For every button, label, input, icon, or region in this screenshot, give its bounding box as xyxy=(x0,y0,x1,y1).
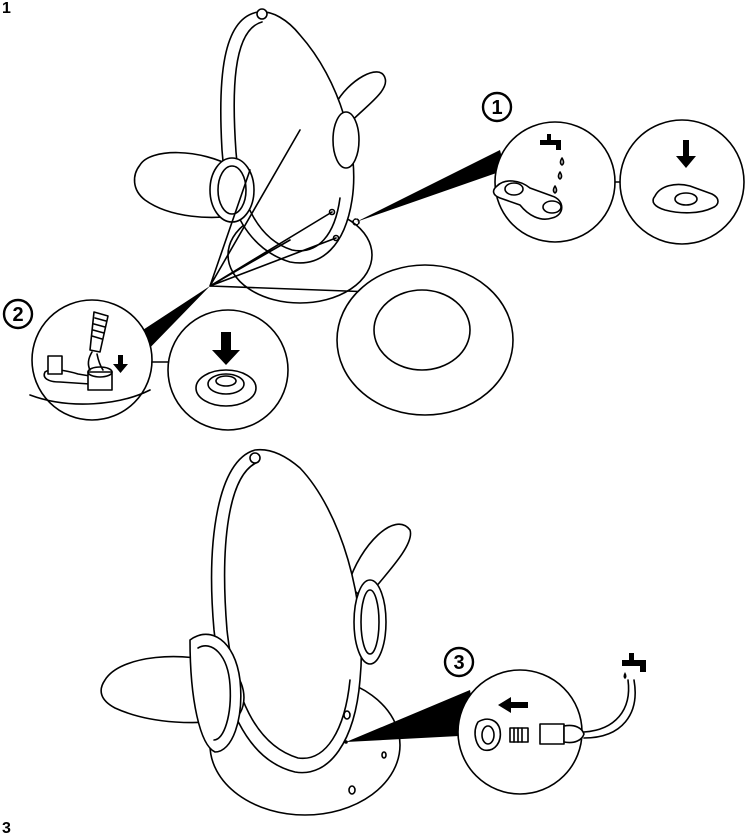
device-top xyxy=(120,8,505,358)
wall-connector xyxy=(474,718,502,752)
figure-label-3: 3 xyxy=(2,820,11,837)
left-ring-3 xyxy=(189,633,242,753)
callout-2-badge xyxy=(2,298,34,330)
top-cap-3 xyxy=(249,452,261,464)
valve-cap-closed xyxy=(652,183,719,214)
top-cap xyxy=(256,8,268,20)
callout-2: 2 xyxy=(2,298,289,431)
down-arrow-icon xyxy=(212,332,240,365)
adaptor xyxy=(509,727,529,743)
hose-connector-icon xyxy=(563,724,585,744)
fill-valve xyxy=(87,371,113,391)
callout-1-step-b xyxy=(619,119,745,245)
water-tap-icon xyxy=(622,653,646,679)
right-ring xyxy=(332,111,360,169)
down-arrow-icon xyxy=(113,355,128,373)
callout-1: 1 xyxy=(481,91,745,245)
callout-1-number: 1 xyxy=(491,97,502,119)
callout-3: 3 xyxy=(443,646,646,795)
callout-3-number: 3 xyxy=(453,652,464,674)
callout-2-step-a xyxy=(31,299,153,421)
device-bottom xyxy=(100,448,478,816)
quick-coupling xyxy=(539,723,565,745)
device-shell xyxy=(220,10,355,264)
figure-label-1: 1 xyxy=(2,0,11,17)
right-handle-3 xyxy=(347,523,412,601)
garden-hose xyxy=(583,679,630,733)
water-tap-icon xyxy=(540,134,561,150)
device-shell-3 xyxy=(210,448,363,774)
callout-3-badge xyxy=(443,646,475,678)
base-ring xyxy=(336,264,514,416)
right-ring-3 xyxy=(353,579,387,665)
left-arrow-icon xyxy=(498,697,528,713)
water-drops-icon xyxy=(552,157,565,194)
callout-1-badge xyxy=(481,91,513,123)
down-arrow-icon xyxy=(676,140,696,168)
left-ring xyxy=(209,157,255,223)
callout-2-number: 2 xyxy=(12,304,23,326)
